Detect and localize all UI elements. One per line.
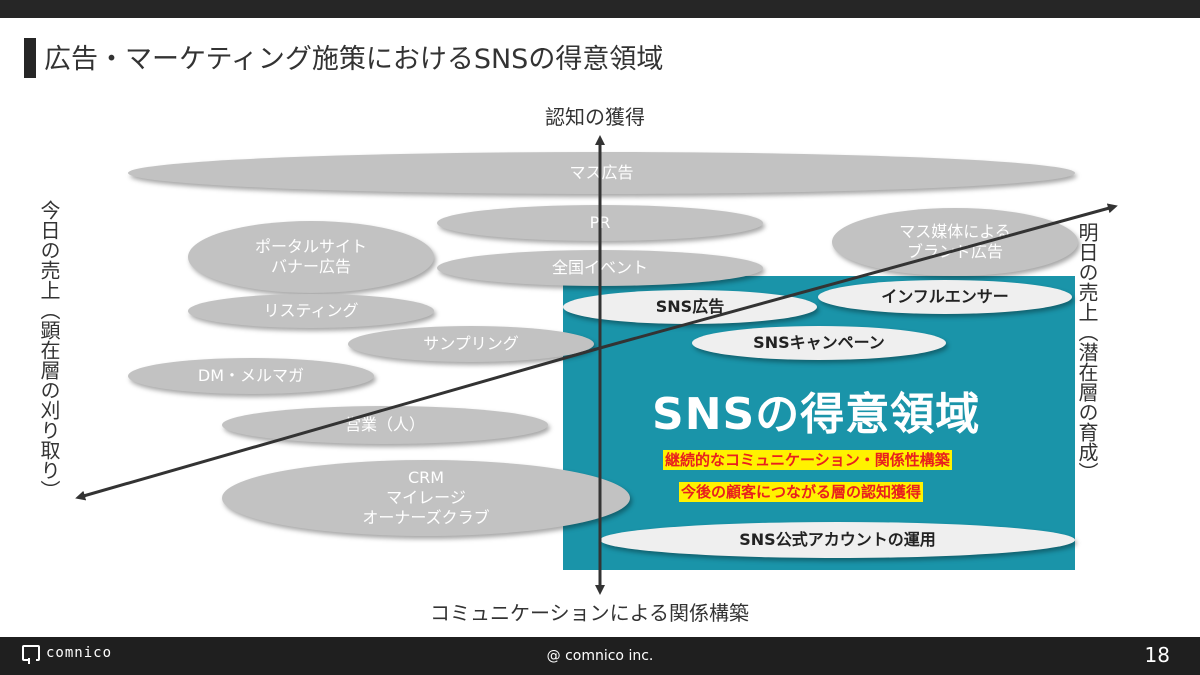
copyright: @ comnico inc. (546, 648, 654, 664)
comnico-logo-icon (22, 645, 40, 664)
top-bar (0, 0, 1200, 18)
oval-label: ポータルサイト バナー広告 (254, 237, 367, 276)
axis-label-today-sales: 今日の売上（顕在層の刈り取り） (37, 200, 61, 500)
oval-sales-person: 営業（人） (222, 406, 548, 444)
oval-label: 営業（人） (344, 415, 425, 434)
diagonal-axis-right (599, 203, 1118, 350)
page-number: 18 (1144, 643, 1170, 667)
slide-title: 広告・マーケティング施策におけるSNSの得意領域 (44, 44, 664, 75)
oval-dm-mailmag: DM・メルマガ (128, 358, 374, 394)
oval-label: サンプリング (423, 334, 519, 353)
oval-label: SNS広告 (655, 297, 725, 316)
axis-label-tomorrow-sales: 明日の売上（潜在層の育成） (1075, 222, 1099, 482)
diagonal-axis-left (75, 346, 601, 501)
oval-listing: リスティング (188, 294, 434, 328)
oval-sns-ad: SNS広告 (563, 290, 817, 324)
oval-label: リスティング (263, 301, 359, 320)
oval-label: インフルエンサー (881, 287, 1009, 306)
sns-point-awareness: 今後の顧客につながる層の認知獲得 (679, 482, 924, 502)
oval-label: SNSキャンペーン (753, 333, 885, 352)
sns-point-relationship: 継続的なコミュニケーション・関係性構築 (663, 450, 952, 470)
title-marker (24, 38, 36, 78)
axis-label-awareness: 認知の獲得 (545, 105, 645, 129)
oval-label: SNS公式アカウントの運用 (739, 530, 936, 549)
sns-region-title: SNSの得意領域 (652, 389, 981, 440)
sns-region (563, 276, 1075, 570)
oval-label: CRM マイレージ オーナーズクラブ (362, 468, 490, 527)
oval-sampling: サンプリング (348, 326, 594, 362)
oval-crm: CRM マイレージ オーナーズクラブ (222, 460, 630, 536)
oval-sns-account: SNS公式アカウントの運用 (600, 522, 1075, 558)
footer: comnico @ comnico inc. 18 (0, 637, 1200, 675)
oval-label: DM・メルマガ (197, 366, 305, 385)
comnico-logo: comnico (22, 645, 113, 664)
oval-sns-campaign: SNSキャンペーン (692, 326, 946, 360)
oval-portal-banner: ポータルサイト バナー広告 (188, 221, 434, 293)
oval-influencer: インフルエンサー (818, 280, 1072, 314)
axis-label-relationship: コミュニケーションによる関係構築 (430, 601, 749, 625)
logo-text: comnico (46, 645, 113, 661)
